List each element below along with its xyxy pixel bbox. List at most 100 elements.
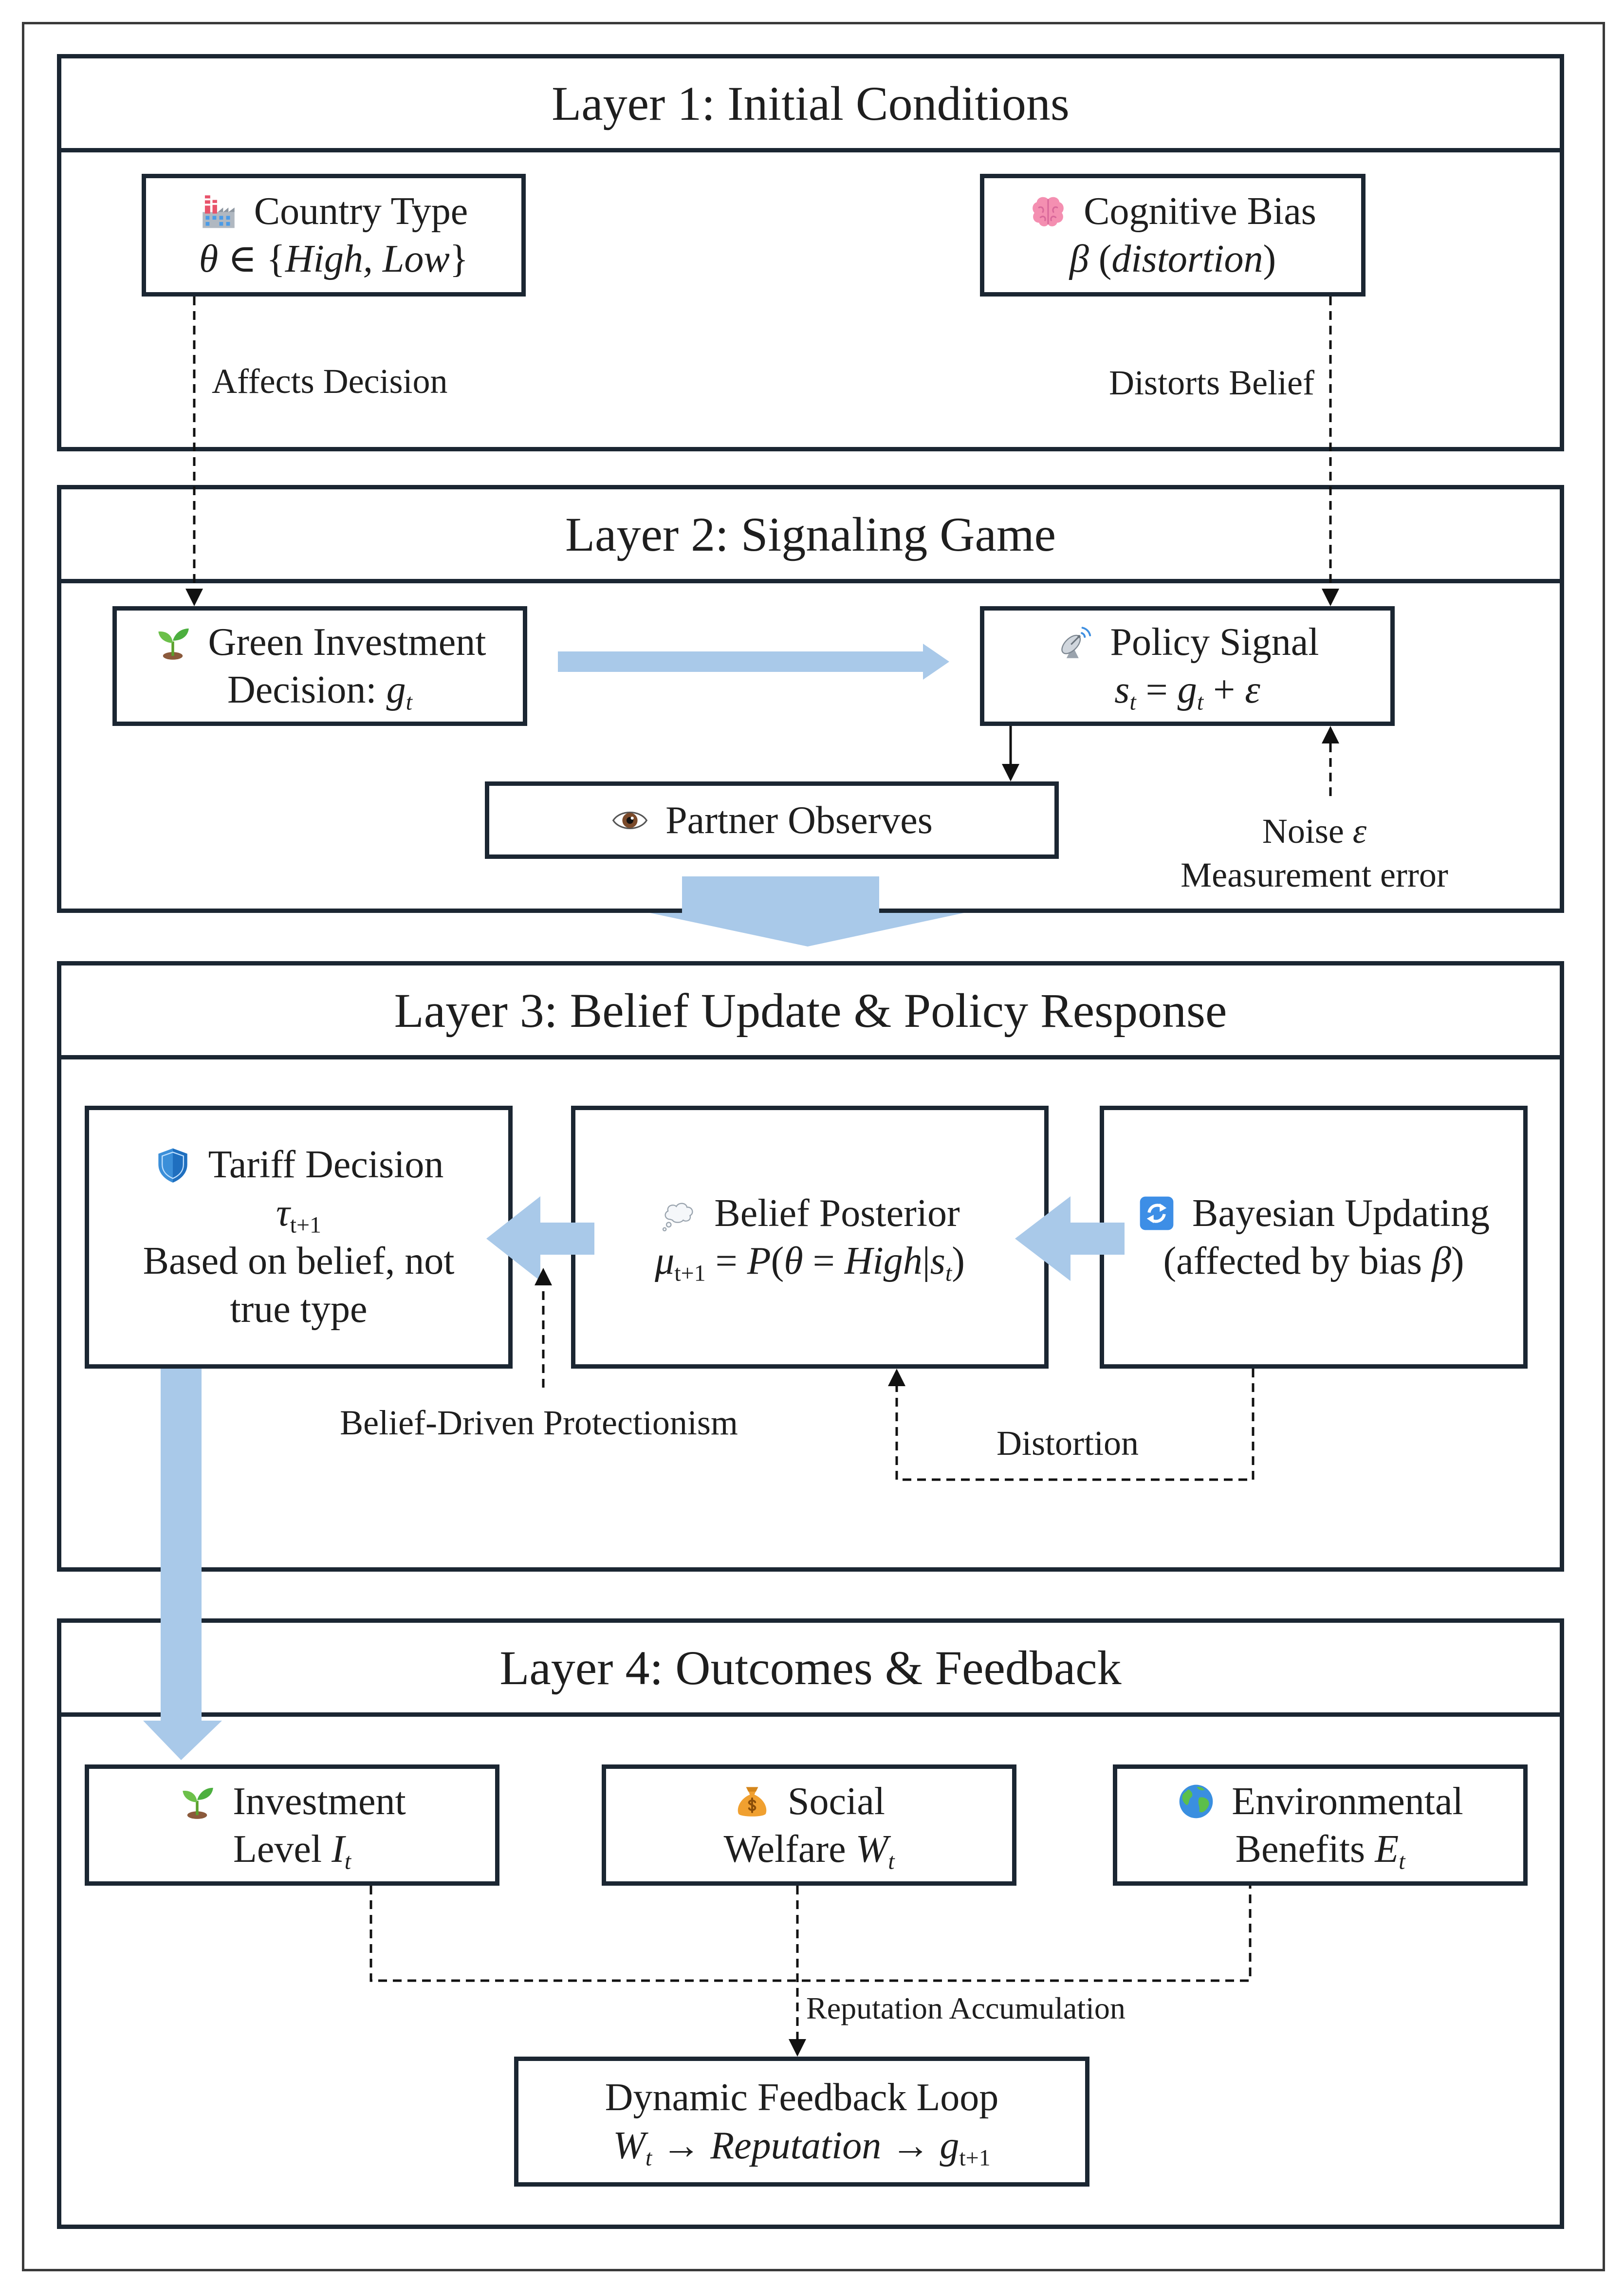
belief-posterior-node: Belief Posterior μt+1 = P(θ = High|st) <box>571 1106 1049 1369</box>
tariff-decision-note-line: true type <box>230 1288 368 1331</box>
investment-level-header: Investment <box>178 1778 406 1825</box>
formula-operator: ∈ { <box>218 238 285 280</box>
noise-label: Noise ε <box>1262 814 1366 849</box>
formula-operator: | <box>922 1240 930 1282</box>
belief-posterior-label: Belief Posterior <box>714 1192 960 1235</box>
formula-symbol: g <box>1177 668 1197 711</box>
formula-text: Benefits <box>1235 1827 1375 1871</box>
formula-symbol: s <box>1114 668 1130 711</box>
bayesian-updating-label: Bayesian Updating <box>1192 1192 1490 1235</box>
thought-balloon-icon <box>660 1194 698 1232</box>
distortion-label: Distortion <box>996 1424 1139 1463</box>
layer-4-title: Layer 4: Outcomes & Feedback <box>61 1623 1560 1717</box>
noise-symbol: ε <box>1352 812 1367 851</box>
formula-operator: → <box>881 2124 940 2167</box>
dynamic-feedback-loop-formula: Wt → Reputation → gt+1 <box>613 2122 990 2170</box>
globe-icon <box>1177 1782 1215 1820</box>
green-investment-formula: Decision: gt <box>227 666 412 714</box>
tariff-decision-label: Tariff Decision <box>208 1143 444 1186</box>
formula-symbol: β <box>1069 238 1089 280</box>
layer-2-title: Layer 2: Signaling Game <box>61 489 1560 583</box>
tariff-decision-node: Tariff Decision τt+1 Based on belief, no… <box>85 1106 513 1369</box>
formula-symbol: High <box>844 1240 923 1282</box>
formula-symbol: W <box>613 2124 646 2167</box>
cognitive-bias-header: Cognitive Bias <box>1029 187 1316 235</box>
measurement-error-label: Measurement error <box>1181 855 1448 894</box>
country-type-formula: θ ∈ {High, Low} <box>199 235 468 283</box>
formula-operator: ) <box>1263 238 1276 280</box>
formula-subscript: t+1 <box>290 1212 322 1238</box>
seedling-icon <box>154 623 192 661</box>
country-type-label: Country Type <box>254 190 468 233</box>
formula-subscript: t+1 <box>959 2144 991 2171</box>
formula-symbol: s <box>930 1240 945 1282</box>
formula-symbol: E <box>1375 1827 1399 1871</box>
social-welfare-header: Social <box>733 1778 885 1825</box>
country-type-header: Country Type <box>200 187 468 235</box>
investment-level-label: Investment <box>233 1780 406 1823</box>
formula-text: ) <box>1451 1240 1464 1282</box>
formula-operator: ) <box>952 1240 965 1282</box>
formula-symbol: θ <box>784 1240 803 1282</box>
green-investment-header: Green Investment <box>154 618 486 666</box>
formula-text: Level <box>233 1827 332 1871</box>
formula-symbol: ε <box>1245 668 1260 711</box>
policy-signal-node: Policy Signal st = gt + ε <box>980 606 1395 726</box>
investment-level-node: Investment Level It <box>85 1764 499 1886</box>
policy-signal-label: Policy Signal <box>1110 621 1319 664</box>
formula-subscript: t <box>406 689 412 715</box>
cognitive-bias-formula: β (distortion) <box>1070 235 1276 283</box>
tariff-decision-formula: τt+1 <box>276 1189 321 1237</box>
formula-operator: = <box>705 1240 747 1282</box>
formula-symbol: τ <box>276 1191 290 1234</box>
tariff-decision-note-line: Based on belief, not <box>143 1240 455 1282</box>
formula-operator: ( <box>1089 238 1112 280</box>
policy-signal-header: Policy Signal <box>1056 618 1319 666</box>
formula-symbol: High, Low <box>285 238 450 280</box>
formula-operator: + <box>1203 668 1245 711</box>
formula-subscript: t <box>1197 689 1204 715</box>
social-welfare-label: Social <box>788 1780 885 1823</box>
formula-symbol: g <box>386 668 406 711</box>
formula-operator: = <box>1136 668 1178 711</box>
dynamic-feedback-loop-title: Dynamic Feedback Loop <box>605 2076 999 2119</box>
formula-subscript: t <box>1129 689 1136 715</box>
counterclockwise-arrows-icon <box>1138 1194 1176 1232</box>
formula-symbol: P <box>747 1240 771 1282</box>
formula-subscript: t <box>888 1848 895 1874</box>
environmental-benefits-node: Environmental Benefits Et <box>1113 1764 1528 1886</box>
bayesian-updating-node: Bayesian Updating (affected by bias β) <box>1100 1106 1528 1369</box>
partner-observes-header: Partner Observes <box>611 797 933 844</box>
social-welfare-node: Social Welfare Wt <box>602 1764 1016 1886</box>
seedling-icon <box>178 1782 216 1820</box>
formula-symbol: β <box>1432 1240 1451 1282</box>
cognitive-bias-node: Cognitive Bias β (distortion) <box>980 174 1366 297</box>
satellite-dish-icon <box>1056 623 1094 661</box>
country-type-node: Country Type θ ∈ {High, Low} <box>142 174 526 297</box>
environmental-benefits-label: Environmental <box>1232 1780 1463 1823</box>
formula-subscript: t <box>645 2144 652 2171</box>
formula-subscript: t <box>945 1260 952 1286</box>
partner-observes-label: Partner Observes <box>665 798 933 842</box>
tariff-decision-header: Tariff Decision <box>154 1141 444 1189</box>
formula-symbol: μ <box>655 1240 675 1282</box>
formula-symbol: θ <box>199 238 219 280</box>
formula-operator: → <box>652 2124 711 2167</box>
shield-icon <box>154 1146 192 1184</box>
formula-symbol: g <box>940 2124 960 2167</box>
investment-level-formula: Level It <box>233 1825 351 1873</box>
formula-operator: ( <box>771 1240 784 1282</box>
formula-subscript: t <box>344 1848 351 1874</box>
eye-icon <box>611 801 649 839</box>
formula-operator: } <box>449 238 469 280</box>
cognitive-bias-label: Cognitive Bias <box>1084 190 1316 233</box>
layer-3-title: Layer 3: Belief Update & Policy Response <box>61 965 1560 1059</box>
green-investment-node: Green Investment Decision: gt <box>112 606 527 726</box>
brain-icon <box>1029 192 1067 230</box>
outer-frame <box>22 22 1605 2271</box>
formula-text: (affected by bias <box>1163 1240 1432 1282</box>
factory-icon <box>200 192 238 230</box>
noise-text: Noise <box>1262 812 1353 851</box>
formula-subscript: t+1 <box>674 1260 706 1286</box>
money-bag-icon <box>733 1782 771 1820</box>
